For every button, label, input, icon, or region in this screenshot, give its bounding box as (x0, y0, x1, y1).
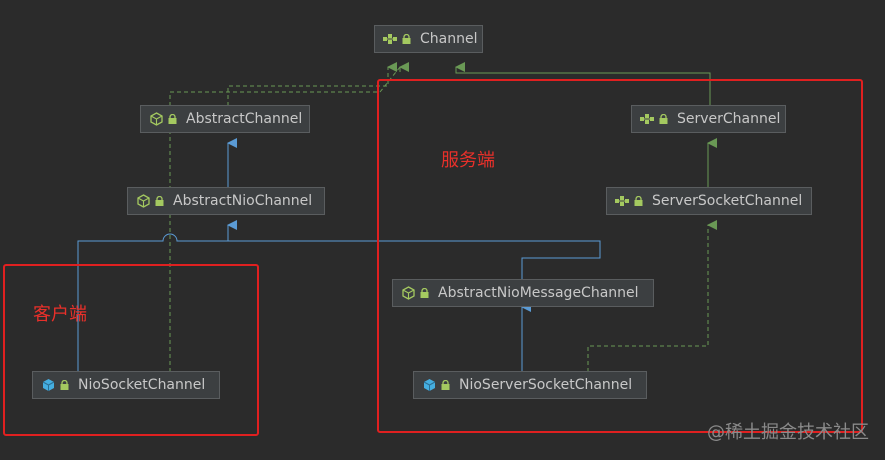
lock-icon (634, 196, 643, 206)
lock-icon (420, 288, 429, 298)
class-icon (41, 378, 55, 392)
node-label: AbstractChannel (186, 111, 303, 127)
edge-abstractchannel-channel (227, 62, 397, 106)
abstract-class-icon (401, 286, 415, 300)
client-region (3, 264, 259, 436)
node-label: NioSocketChannel (78, 377, 206, 393)
server-region-label: 服务端 (441, 150, 495, 171)
node-abstract-nio-message-channel[interactable]: AbstractNioMessageChannel (392, 279, 654, 307)
node-label: NioServerSocketChannel (459, 377, 633, 393)
node-server-socket-channel[interactable]: ServerSocketChannel (606, 187, 812, 215)
node-channel[interactable]: Channel (374, 25, 483, 53)
interface-icon (383, 32, 397, 46)
lock-icon (60, 380, 69, 390)
node-nio-socket-channel[interactable]: NioSocketChannel (32, 371, 220, 399)
lock-icon (659, 114, 668, 124)
node-abstract-channel[interactable]: AbstractChannel (140, 105, 310, 133)
node-label: Channel (420, 31, 478, 47)
server-region (377, 79, 863, 433)
node-server-channel[interactable]: ServerChannel (631, 105, 786, 133)
interface-icon (615, 194, 629, 208)
watermark: @稀土掘金技术社区 (707, 422, 869, 443)
abstract-class-icon (136, 194, 150, 208)
edge-nioserversocketchannel-serversocketchannel (587, 220, 717, 372)
lock-icon (155, 196, 164, 206)
node-label: AbstractNioMessageChannel (438, 285, 639, 301)
edge-abstractniomessagechannel-abstractniochannel (228, 240, 601, 280)
lock-icon (402, 34, 411, 44)
class-icon (422, 378, 436, 392)
node-label: AbstractNioChannel (173, 193, 313, 209)
lock-icon (168, 114, 177, 124)
client-region-label: 客户端 (33, 304, 87, 325)
node-nio-server-socket-channel[interactable]: NioServerSocketChannel (413, 371, 647, 399)
abstract-class-icon (149, 112, 163, 126)
interface-icon (640, 112, 654, 126)
node-abstract-nio-channel[interactable]: AbstractNioChannel (127, 187, 325, 215)
edge-serverchannel-channel (455, 62, 711, 106)
node-label: ServerSocketChannel (652, 193, 803, 209)
edge-niosocketchannel-abstractniochannel (77, 220, 237, 372)
node-label: ServerChannel (677, 111, 781, 127)
lock-icon (441, 380, 450, 390)
